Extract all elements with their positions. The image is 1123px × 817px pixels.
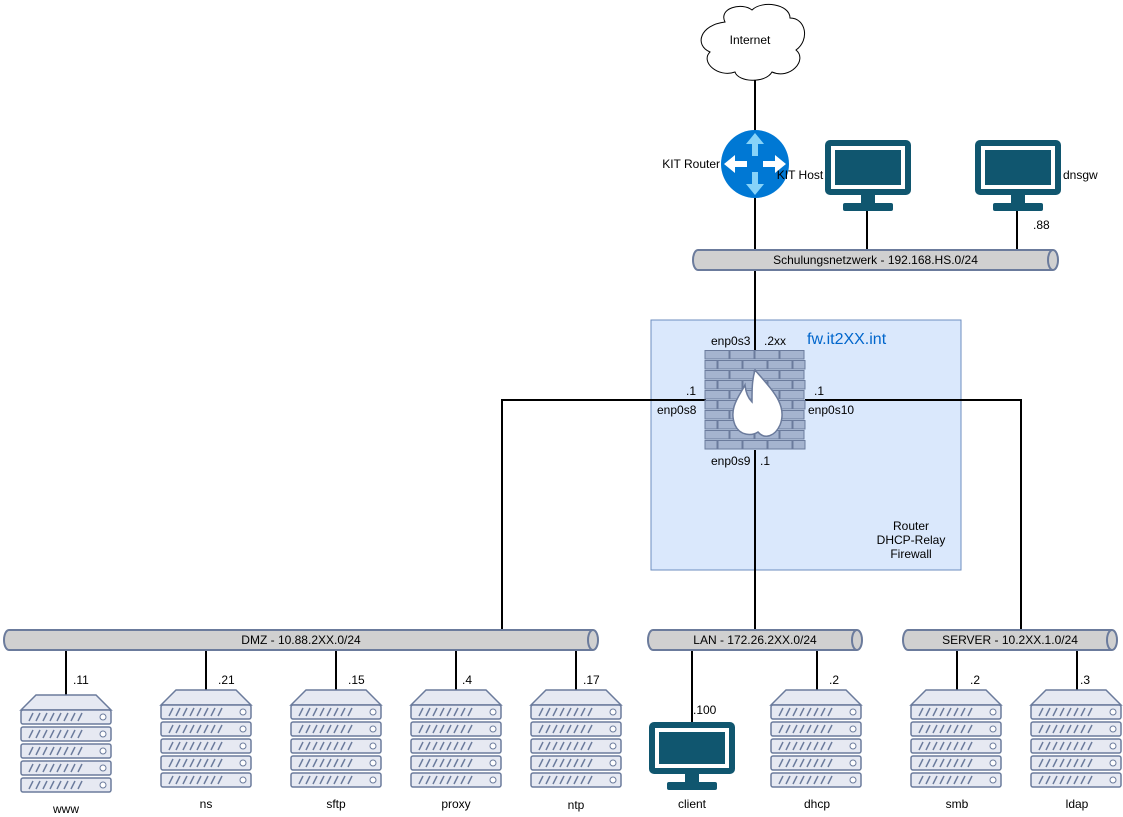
server-icon (1030, 689, 1122, 788)
lan-pipe: LAN - 172.26.2XX.0/24 (647, 629, 863, 651)
server-icon (410, 689, 502, 788)
iface-bottom-name: enp0s9 (711, 454, 751, 468)
host-ip: .100 (693, 703, 717, 717)
kit-host-label: KIT Host (777, 168, 824, 182)
iface-left-ip: .1 (686, 384, 696, 398)
iface-bottom-ip: .1 (760, 454, 770, 468)
router-icon (721, 130, 789, 198)
host-ip: .2 (970, 673, 980, 687)
pipe-dmz-label: DMZ - 10.88.2XX.0/24 (241, 633, 361, 647)
server-icon (20, 694, 112, 793)
host-ip: .2 (829, 673, 839, 687)
host-ip: .3 (1080, 673, 1090, 687)
firewall-role: DHCP-Relay (877, 533, 946, 547)
pipe-lan-label: LAN - 172.26.2XX.0/24 (693, 633, 817, 647)
internet-label: Internet (730, 33, 771, 47)
host-name: ns (200, 797, 213, 811)
cloud-icon (700, 3, 805, 81)
server-icon (530, 689, 622, 788)
dnsgw-ip: .88 (1033, 218, 1050, 232)
pipe-server-label: SERVER - 10.2XX.1.0/24 (942, 633, 1078, 647)
connection-lines (65, 80, 1078, 722)
host-name: ntp (568, 798, 585, 812)
dnsgw-label: dnsgw (1063, 168, 1098, 182)
firewall-role: Router (893, 519, 929, 533)
server-icon (770, 689, 862, 788)
iface-left-name: enp0s8 (657, 403, 697, 417)
schulungsnetz-pipe: Schulungsnetzwerk - 192.168.HS.0/24 (692, 249, 1059, 271)
monitor-icon (825, 140, 911, 211)
host-name: client (678, 797, 707, 811)
pipe-schulung-label: Schulungsnetzwerk - 192.168.HS.0/24 (773, 253, 978, 267)
kit-router-label: KIT Router (662, 157, 720, 171)
iface-top-name: enp0s3 (711, 334, 751, 348)
firewall-box (650, 319, 962, 571)
host-name: sftp (326, 797, 346, 811)
host-ip: .17 (583, 673, 600, 687)
monitor-icon (975, 140, 1061, 211)
host-ip: .21 (218, 673, 235, 687)
host-name: ldap (1066, 797, 1089, 811)
firewall-role: Firewall (890, 547, 931, 561)
server-icon (290, 689, 382, 788)
host-name: www (52, 802, 79, 816)
server-icon (910, 689, 1002, 788)
iface-right-ip: .1 (814, 384, 824, 398)
host-name: smb (946, 797, 969, 811)
server-icon (160, 689, 252, 788)
dmz-pipe: DMZ - 10.88.2XX.0/24 (3, 629, 599, 651)
monitor-icon (649, 722, 735, 790)
host-ip: .11 (73, 673, 89, 687)
host-name: proxy (441, 797, 470, 811)
host-ip: .15 (348, 673, 365, 687)
host-ip: .4 (462, 673, 472, 687)
host-name: dhcp (804, 797, 830, 811)
firewall-title: fw.it2XX.int (807, 331, 887, 348)
iface-right-name: enp0s10 (808, 403, 854, 417)
iface-top-ip: .2xx (764, 334, 786, 348)
server-pipe: SERVER - 10.2XX.1.0/24 (902, 629, 1118, 651)
firewall-icon (704, 350, 806, 450)
